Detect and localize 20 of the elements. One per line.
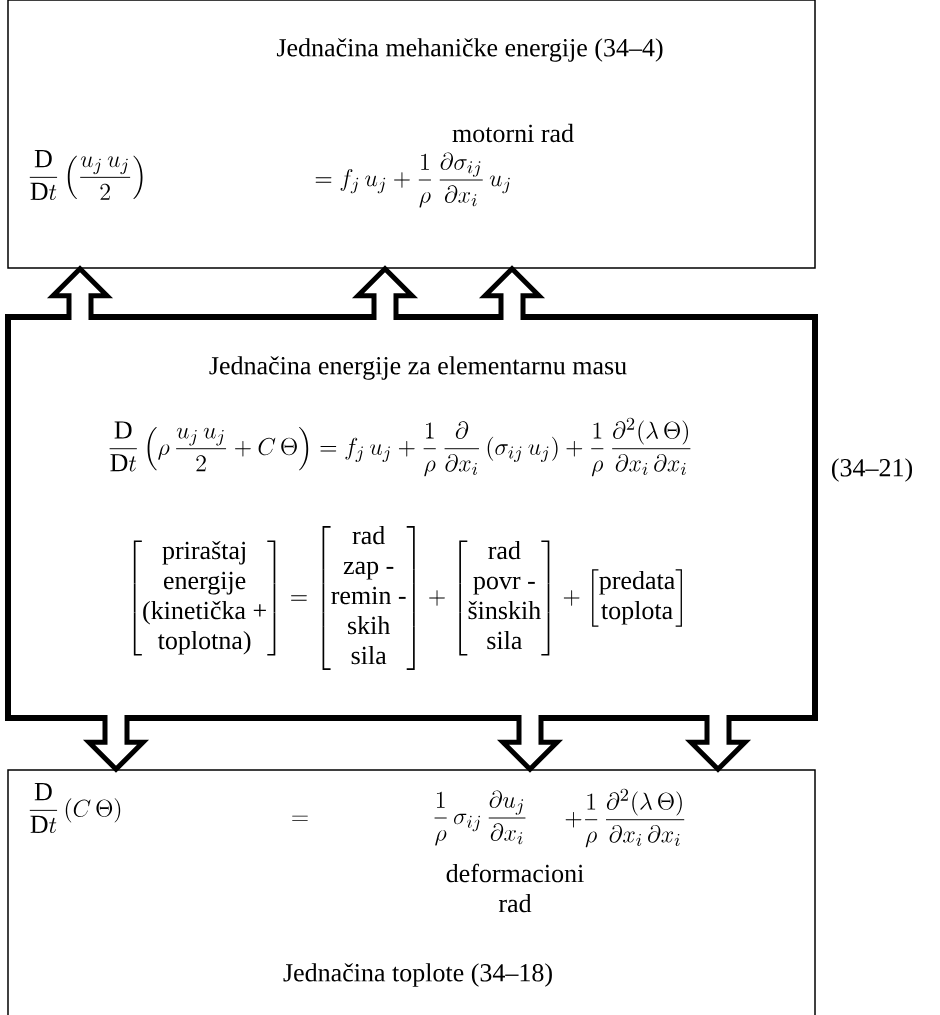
equation-term: $\frac{1}{\rho}\,\sigma_{ij}\,\frac{\partial u_j}{\partial x_i}$ — [434, 790, 526, 846]
equation: $\frac{\mathrm{D}}{\mathrm{D}t}\left(\rho\,\frac{u_j\,u_j}{2} + C\,\Theta\right) = f_j\,u_j + \frac{1}{\rho}\,\frac{\partial}{\partial x_i}\,(\sigma_{ij}\,u_j) + \frac{1}{\rho}\,\frac{\partial^2(\lambda\,\Theta)}{\partial x_i\,\partial x_i}$ — [109, 417, 691, 477]
equation: $\frac{\mathrm{D}}{\mathrm{D}t}\left(\frac{u_j\,u_j}{2}\right)$ — [29, 150, 143, 201]
box-title: Jednačina toplote (34–18) — [283, 963, 552, 987]
term-label: motorni rad — [452, 123, 574, 143]
hollow-arrow — [684, 712, 752, 773]
word-equation: $\begin{bmatrix}\text{priraštaj}\\ \text{energije}\\ \text{(kinetička +}\\ \text{toplotna)}\end{bmatrix} = \begin{bmatrix}\text{rad}\\ \text{zap -}\\ \text{remin -}\\ \text{skih}\\ \text{sila}\end{bmatrix} + \begin{bmatrix}\text{rad}\\ \text{povr -}\\ \text{šinskih}\\ \text{sila}\end{bmatrix} + \begin{bmatrix}\text{predata}\\ \text{toplota}\end{bmatrix}$ — [133, 525, 682, 670]
hollow-arrow — [351, 265, 419, 323]
term-label: deformacioni rad — [446, 863, 584, 913]
equation: $\frac{\mathrm{D}}{\mathrm{D}t}\,(C\,\Theta)$ — [29, 783, 121, 834]
equation: $= f_j\,u_j + \frac{1}{\rho}\,\frac{\partial\sigma_{ij}}{\partial x_i}\,u_j$ — [315, 152, 510, 208]
hollow-arrow — [478, 265, 546, 323]
hollow-arrow — [82, 712, 150, 773]
box-title: Jednačina mehaničke energije (34–4) — [276, 38, 663, 62]
hollow-arrow — [46, 265, 114, 323]
equals-sign: $=$ — [292, 815, 308, 821]
equation-number: (34–21) — [831, 458, 913, 482]
equation-term: $+\frac{1}{\rho}\,\frac{\partial^2(\lambda\,\Theta)}{\partial x_i\,\partial x_i}$ — [565, 788, 685, 848]
box-title: Jednačina energije za elementarnu masu — [209, 356, 627, 380]
hollow-arrow — [496, 712, 564, 773]
